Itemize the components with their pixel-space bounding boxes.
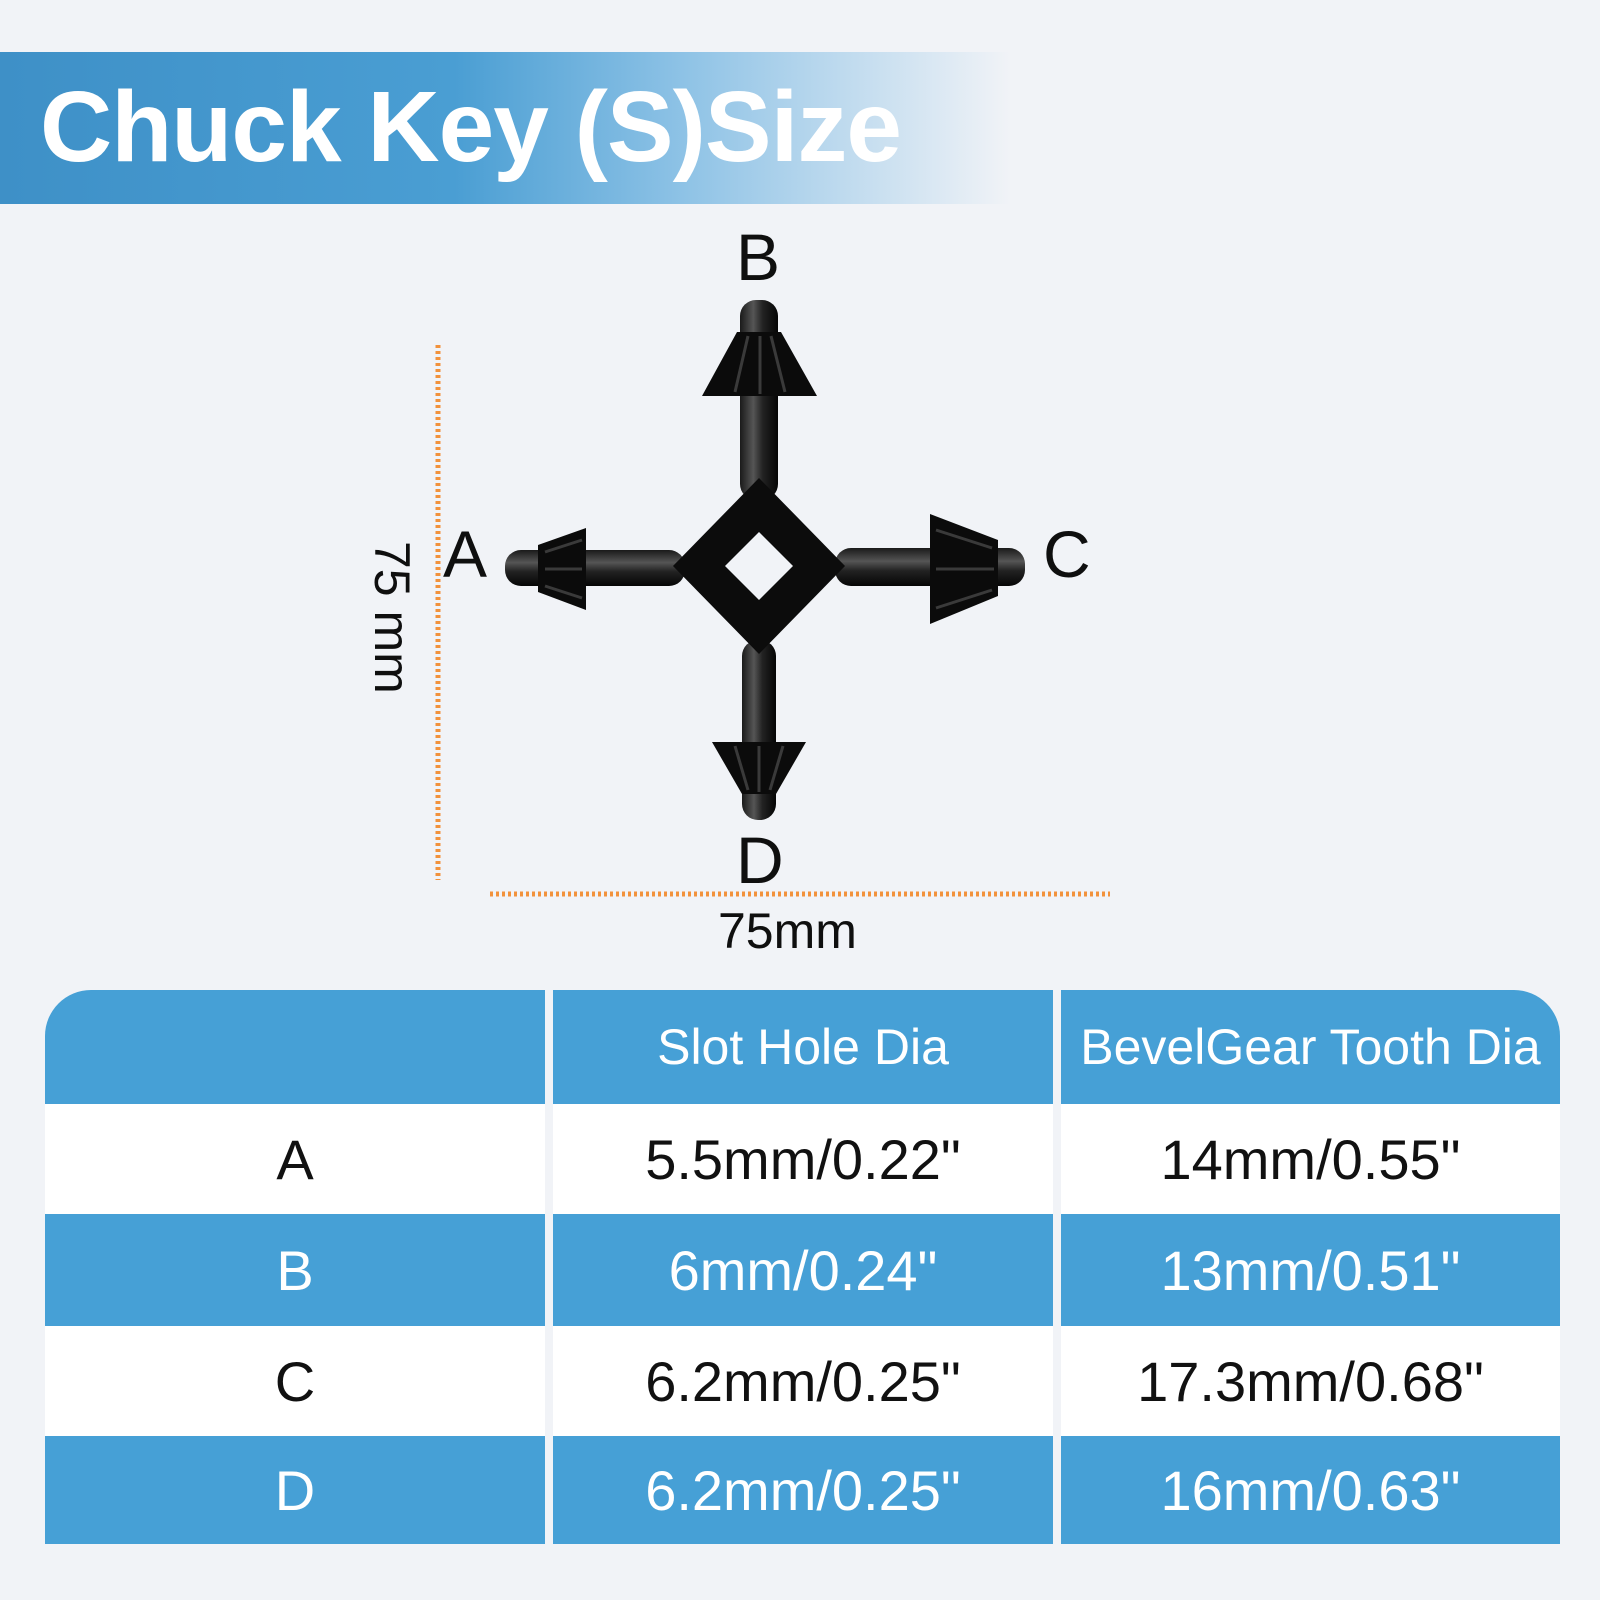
key-body (673, 478, 845, 654)
row-c-label: C (45, 1326, 545, 1436)
row-d-label: D (45, 1436, 545, 1544)
page-title: Chuck Key (S)Size (40, 71, 902, 183)
label-a: A (443, 517, 488, 591)
row-c-tooth: 17.3mm/0.68" (1061, 1326, 1560, 1436)
height-dimension-label: 75 mm (364, 541, 420, 694)
title-banner: Chuck Key (S)Size (0, 52, 1010, 204)
row-b-label: B (45, 1214, 545, 1326)
spec-table: Slot Hole Dia BevelGear Tooth Dia A 5.5m… (45, 990, 1560, 1555)
chuck-key-diagram: B A C D 75 mm 75mm (364, 220, 1110, 959)
header-cell-label (45, 990, 545, 1104)
row-c-slot: 6.2mm/0.25" (553, 1326, 1053, 1436)
row-a-tooth: 14mm/0.55" (1061, 1104, 1560, 1214)
gear-a (538, 528, 586, 610)
header-slot-hole-dia: Slot Hole Dia (553, 990, 1053, 1104)
gear-d (712, 742, 806, 794)
shaft-a (505, 550, 685, 586)
width-dimension-label: 75mm (718, 903, 857, 959)
row-d-slot: 6.2mm/0.25" (553, 1436, 1053, 1544)
shaft-b (740, 300, 778, 500)
label-b: B (736, 220, 781, 294)
row-b-tooth: 13mm/0.51" (1061, 1214, 1560, 1326)
row-a-label: A (45, 1104, 545, 1214)
header-bevel-gear-tooth-dia: BevelGear Tooth Dia (1061, 990, 1560, 1104)
row-b-slot: 6mm/0.24" (553, 1214, 1053, 1326)
label-c: C (1043, 517, 1091, 591)
row-d-tooth: 16mm/0.63" (1061, 1436, 1560, 1544)
label-d: D (736, 823, 784, 897)
chuck-key-drawing (435, 300, 1110, 897)
row-a-slot: 5.5mm/0.22" (553, 1104, 1053, 1214)
gear-b (702, 332, 817, 396)
gear-c (930, 514, 998, 624)
